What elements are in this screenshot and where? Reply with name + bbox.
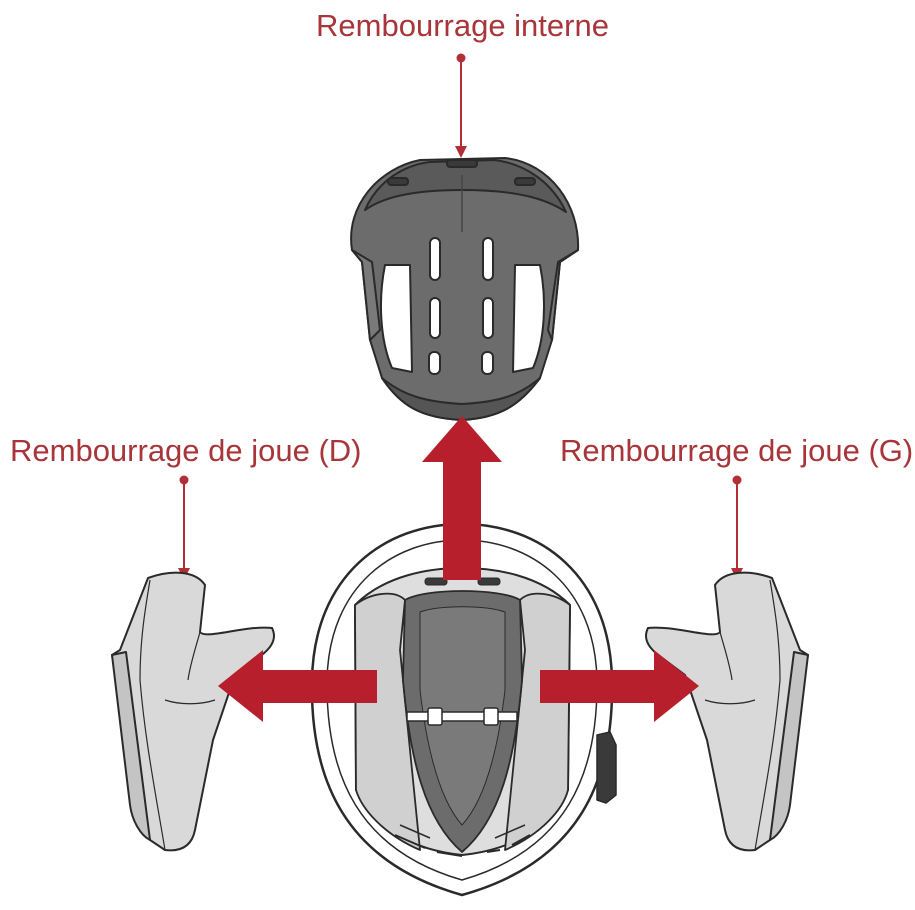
cheek-pad-right	[112, 573, 274, 851]
label-inner-padding: Rembourrage interne	[0, 10, 915, 41]
label-cheek-pad-right: Rembourrage de joue (D)	[10, 435, 362, 466]
label-cheek-pad-left: Rembourrage de joue (G)	[560, 435, 913, 466]
callout-cheek-right	[178, 476, 190, 581]
callout-cheek-left	[731, 476, 743, 581]
inner-padding	[351, 158, 578, 420]
cheek-pad-left	[646, 573, 808, 851]
callout-top	[455, 54, 467, 159]
